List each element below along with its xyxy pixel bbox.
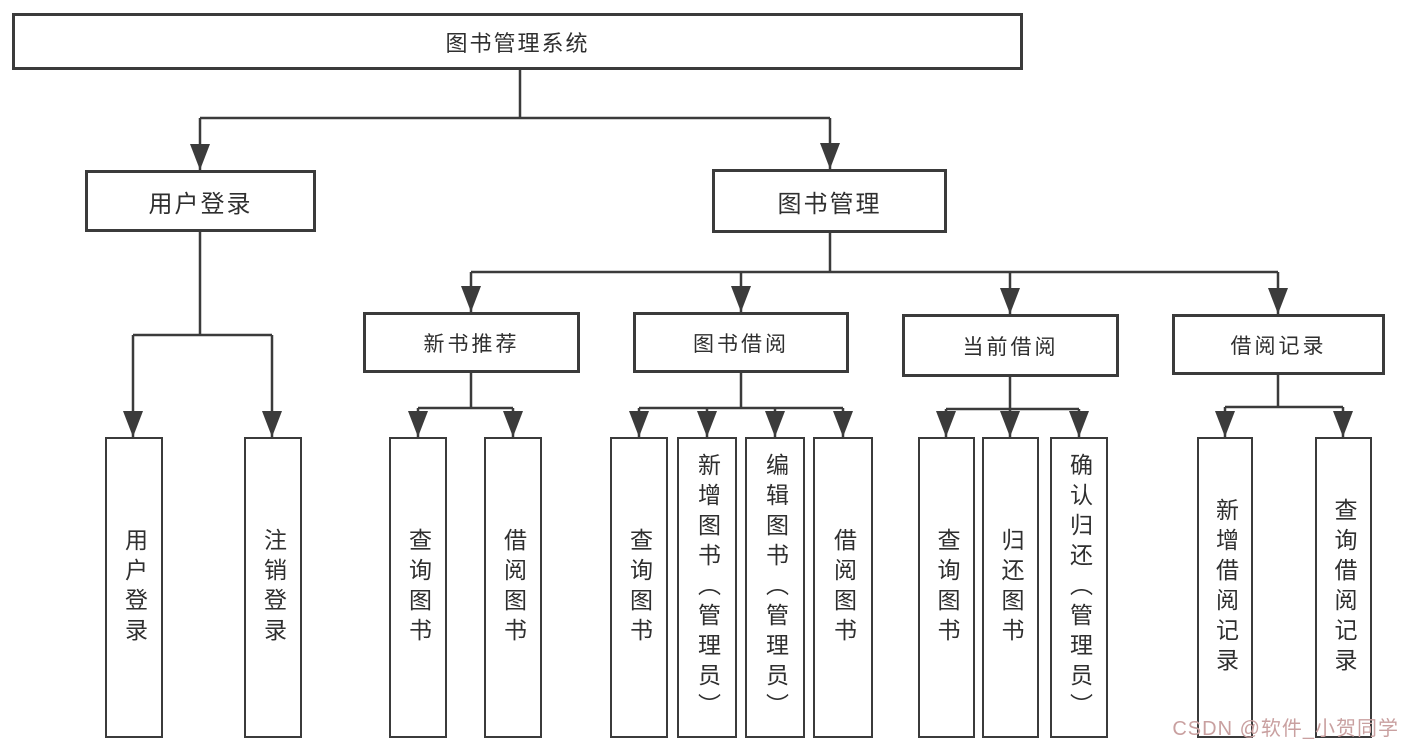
leaf-label: 新增图书（管理员） (694, 452, 721, 723)
arrowhead-icon (1333, 411, 1353, 437)
leaf-label: 借阅图书 (830, 527, 857, 648)
node-label: 新书推荐 (423, 332, 520, 356)
connector-borrow-records-to-leaves (1215, 375, 1353, 437)
arrowhead-icon (1215, 411, 1235, 437)
leaf-label: 查询图书 (405, 527, 432, 648)
connector-current-borrow-to-leaves (936, 377, 1089, 437)
leaf-edit-books-admin: 编辑图书（管理员） (745, 437, 805, 738)
leaf-label: 编辑图书（管理员） (762, 452, 789, 723)
node-label: 图书管理系统 (445, 30, 590, 56)
leaf-query-books-recommend: 查询图书 (389, 437, 447, 738)
leaf-add-borrow-record: 新增借阅记录 (1197, 437, 1253, 738)
leaf-borrow-books: 借阅图书 (813, 437, 873, 738)
leaf-label: 查询图书 (626, 527, 653, 648)
leaf-label: 查询图书 (934, 527, 960, 648)
arrowhead-icon (503, 411, 523, 437)
leaf-label: 借阅图书 (500, 527, 527, 648)
csdn-watermark: CSDN @软件_小贺同学 (1172, 718, 1399, 740)
arrowhead-icon (408, 411, 428, 437)
arrowhead-icon (1000, 411, 1020, 437)
connector-book-borrow-to-leaves (629, 373, 853, 437)
leaf-label: 用户登录 (121, 527, 148, 648)
leaf-label: 确认归还（管理员） (1066, 452, 1093, 723)
leaf-label: 归还图书 (998, 527, 1024, 648)
node-book-management: 图书管理 (712, 169, 947, 233)
node-book-borrowing: 图书借阅 (633, 312, 849, 373)
arrowhead-icon (1268, 288, 1288, 314)
node-library-management-system: 图书管理系统 (12, 13, 1023, 70)
arrowhead-icon (123, 411, 143, 437)
leaf-add-books-admin: 新增图书（管理员） (677, 437, 737, 738)
connector-user-login-to-leaves (123, 232, 282, 437)
arrowhead-icon (833, 411, 853, 437)
leaf-label: 查询借阅记录 (1331, 497, 1357, 678)
arrowhead-icon (697, 411, 717, 437)
arrowhead-icon (262, 411, 282, 437)
leaf-borrow-books-recommend: 借阅图书 (484, 437, 542, 738)
arrowhead-icon (1069, 411, 1089, 437)
node-new-book-recommendation: 新书推荐 (363, 312, 580, 373)
arrowhead-icon (629, 411, 649, 437)
node-current-borrowing: 当前借阅 (902, 314, 1119, 377)
arrowhead-icon (820, 143, 840, 169)
leaf-return-books: 归还图书 (982, 437, 1039, 738)
node-label: 用户登录 (148, 190, 253, 218)
connector-new-book-to-leaves (408, 373, 523, 437)
node-label: 图书借阅 (693, 332, 789, 356)
arrowhead-icon (936, 411, 956, 437)
leaf-user-login: 用户登录 (105, 437, 163, 738)
leaf-logout: 注销登录 (244, 437, 302, 738)
leaf-query-books-borrow: 查询图书 (610, 437, 668, 738)
connector-root-to-level2 (190, 70, 840, 170)
arrowhead-icon (731, 286, 751, 312)
leaf-label: 新增借阅记录 (1212, 497, 1239, 678)
leaf-label: 注销登录 (260, 527, 287, 648)
arrowhead-icon (190, 144, 210, 170)
leaf-query-books-current: 查询图书 (918, 437, 975, 738)
node-label: 借阅记录 (1230, 334, 1327, 358)
connector-book-management-to-level3 (461, 233, 1288, 314)
node-borrowing-records: 借阅记录 (1172, 314, 1385, 375)
arrowhead-icon (765, 411, 785, 437)
node-label: 当前借阅 (962, 335, 1059, 359)
node-label: 图书管理 (777, 190, 882, 218)
arrowhead-icon (461, 286, 481, 312)
leaf-query-borrow-record: 查询借阅记录 (1315, 437, 1372, 738)
node-user-login: 用户登录 (85, 170, 316, 232)
leaf-confirm-return-admin: 确认归还（管理员） (1050, 437, 1108, 738)
arrowhead-icon (1000, 288, 1020, 314)
